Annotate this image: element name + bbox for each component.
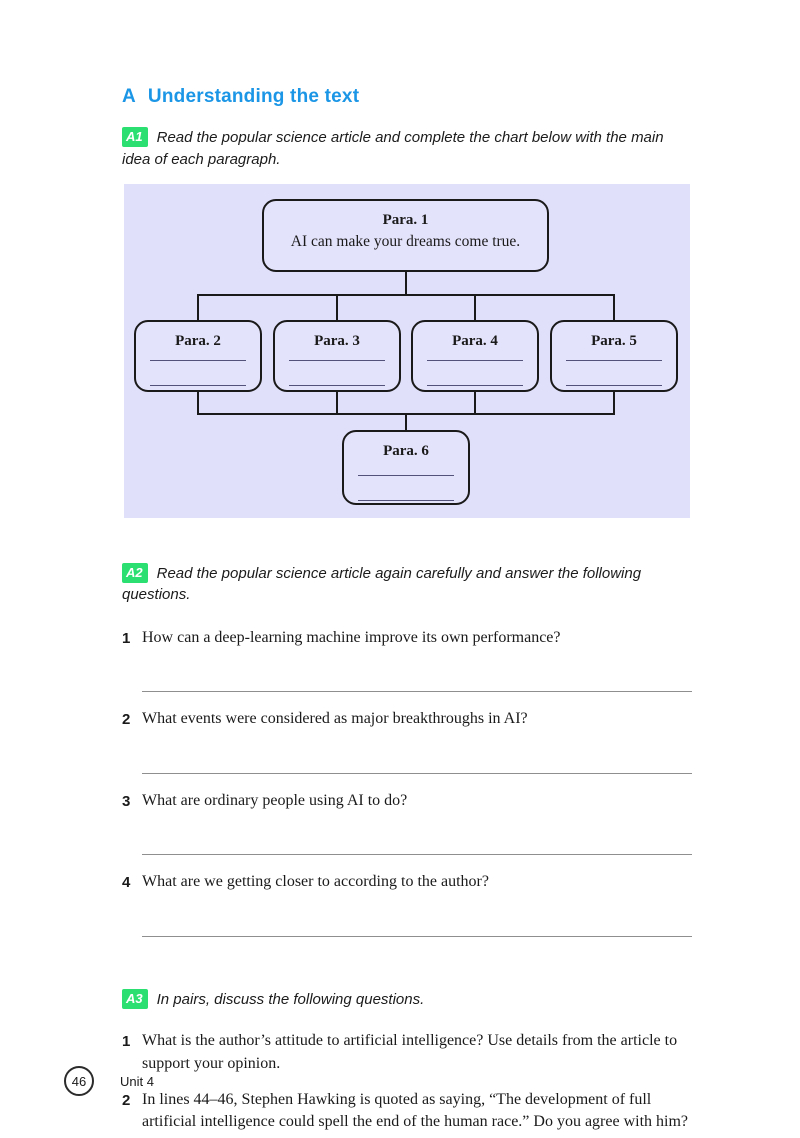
page-number-circle: 46 — [64, 1066, 94, 1096]
flowchart-node-para6: Para. 6 — [342, 429, 470, 505]
page-number: 46 — [71, 1073, 87, 1089]
fill-in-blank — [289, 359, 385, 361]
question-text: What is the author’s attitude to artific… — [142, 1032, 678, 1072]
fill-in-blank — [566, 359, 662, 361]
question-text: In lines 44–46, Stephen Hawking is quote… — [142, 1091, 689, 1138]
question-row: 1 How can a deep-learning machine improv… — [122, 627, 692, 649]
fill-in-blank — [358, 499, 454, 501]
question-number: 1 — [122, 630, 131, 647]
fill-in-blank — [289, 384, 385, 386]
fill-in-blank — [427, 384, 523, 386]
connector-line — [405, 412, 407, 430]
node-title: Para. 4 — [452, 332, 498, 349]
fill-in-blank — [150, 359, 246, 361]
question-row: 4 What are we getting closer to accordin… — [122, 871, 692, 893]
question-text: What are ordinary people using AI to do? — [142, 791, 408, 809]
node-title: Para. 5 — [591, 332, 637, 349]
a3-badge: A3 — [122, 988, 148, 1009]
flowchart-node-para3: Para. 3 — [273, 319, 401, 392]
answer-blank-line — [142, 691, 692, 693]
question-number: 2 — [122, 711, 131, 729]
fill-in-blank — [427, 359, 523, 361]
discussion-row: 1 What is the author’s attitude to artif… — [122, 1030, 692, 1075]
question-number: 1 — [122, 1033, 131, 1051]
fill-in-blank — [150, 384, 246, 386]
node-title: Para. 3 — [314, 332, 360, 349]
connector-line — [613, 293, 615, 320]
flowchart-node-para4: Para. 4 — [411, 319, 539, 392]
flowchart-node-para2: Para. 2 — [134, 319, 262, 392]
node-title: Para. 6 — [383, 442, 429, 459]
flowchart-node-para5: Para. 5 — [550, 319, 678, 392]
section-header: A Understanding the text — [122, 86, 692, 108]
connector-line — [336, 293, 338, 320]
a1-badge: A1 — [122, 127, 148, 147]
question-number: 4 — [122, 874, 131, 892]
fill-in-blank — [358, 474, 454, 476]
fill-in-blank — [566, 384, 662, 386]
question-number: 3 — [122, 792, 131, 810]
unit-label: Unit 4 — [120, 1073, 154, 1089]
answer-blank-line — [142, 854, 692, 856]
node-title: Para. 2 — [175, 332, 221, 349]
a3-instruction-row: A3 In pairs, discuss the following questi… — [122, 988, 692, 1011]
a2-badge: A2 — [122, 562, 148, 583]
connector-line — [613, 391, 615, 415]
connector-line — [474, 391, 476, 415]
node-text: AI can make your dreams come true. — [290, 232, 521, 250]
page-footer: 46 Unit 4 — [64, 1066, 154, 1096]
a3-instruction-text: In pairs, discuss the following question… — [156, 990, 425, 1008]
answer-blank-line — [142, 935, 692, 937]
discussion-row: 2 In lines 44–46, Stephen Hawking is quo… — [122, 1089, 692, 1138]
connector-line — [197, 391, 199, 415]
question-text: What are we getting closer to according … — [142, 873, 489, 891]
section-letter: A — [122, 86, 136, 107]
a1-instruction-text: Read the popular science article and com… — [122, 129, 664, 168]
question-number: 2 — [122, 1092, 131, 1110]
section-title: Understanding the text — [147, 86, 360, 107]
a2-instruction-text: Read the popular science article again c… — [122, 564, 642, 604]
connector-line — [336, 391, 338, 415]
connector-line — [197, 293, 199, 320]
question-row: 2 What events were considered as major b… — [122, 708, 692, 730]
flowchart-node-para1: Para. 1 AI can make your dreams come tru… — [262, 198, 549, 272]
question-text: How can a deep-learning machine improve … — [142, 629, 561, 646]
connector-line — [405, 271, 407, 294]
question-row: 3 What are ordinary people using AI to d… — [122, 790, 692, 812]
connector-line — [474, 293, 476, 320]
paragraph-flowchart: Para. 1 AI can make your dreams come tru… — [124, 183, 690, 518]
question-text: What events were considered as major bre… — [142, 710, 528, 728]
answer-blank-line — [142, 772, 692, 774]
connector-line — [197, 293, 615, 296]
node-title: Para. 1 — [382, 211, 429, 228]
